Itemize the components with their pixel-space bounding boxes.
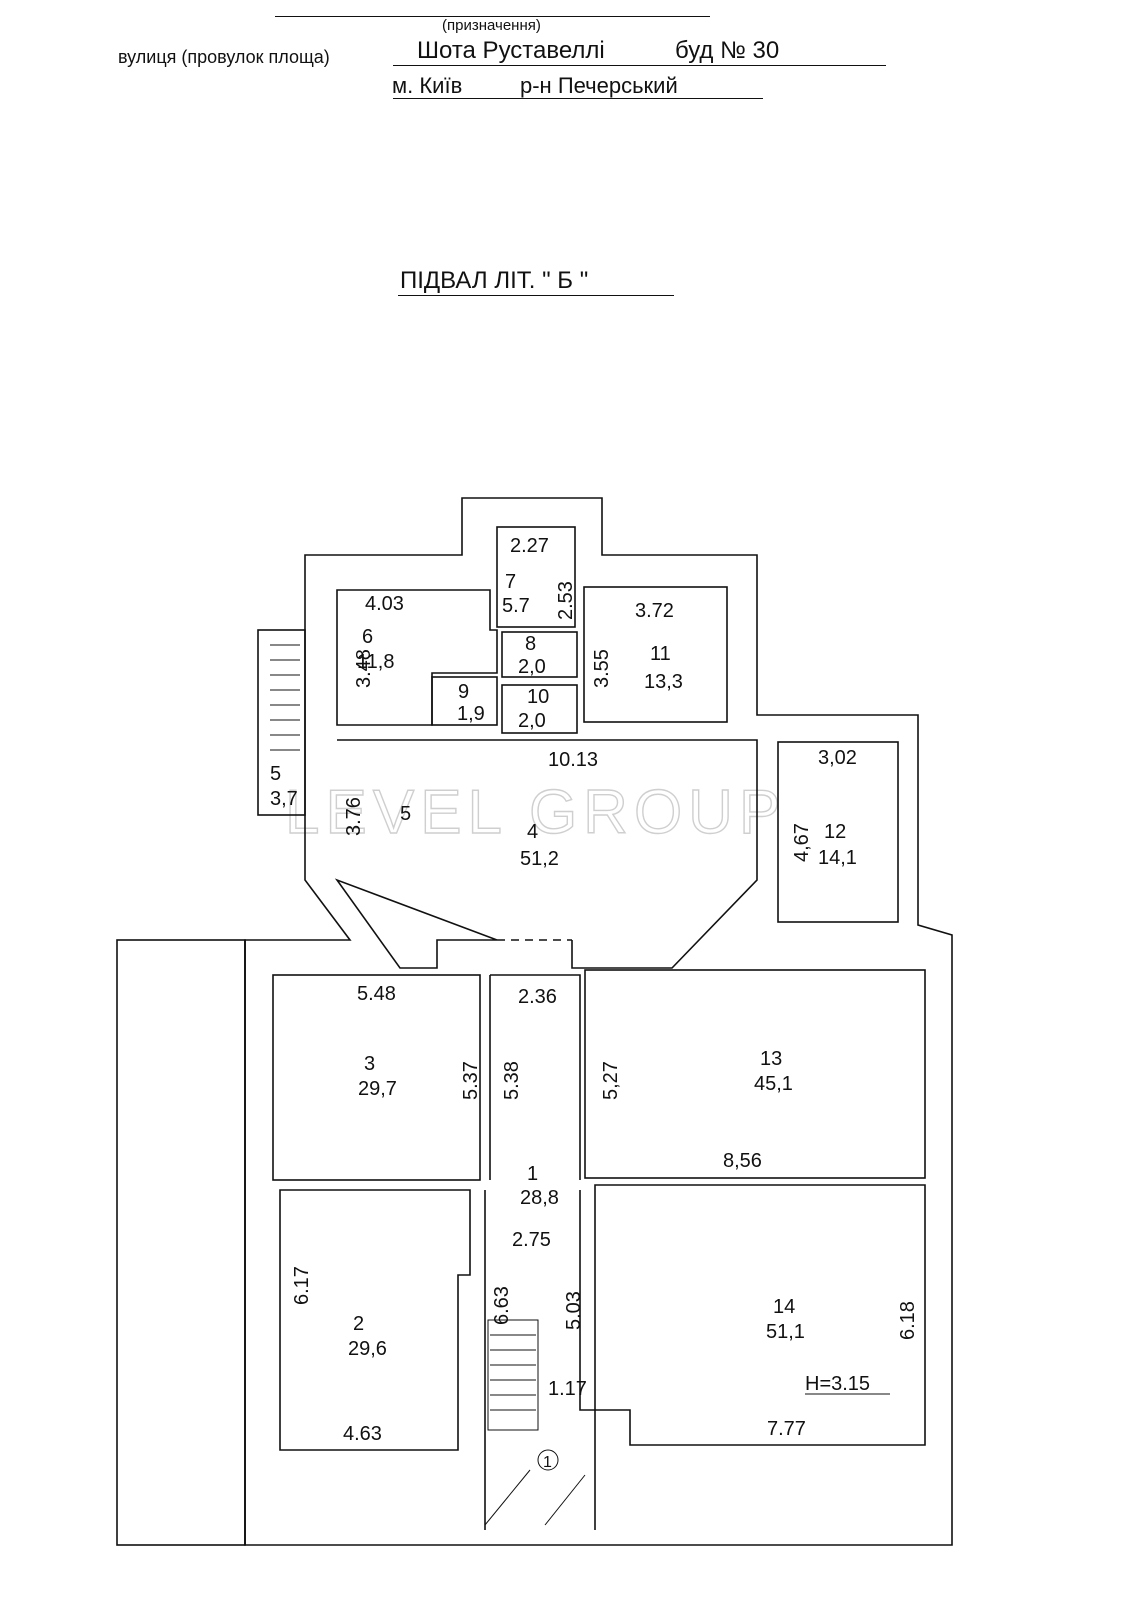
room-12-area: 14,1: [818, 847, 857, 869]
stair-1: [484, 1319, 586, 1526]
room-5-number: 5: [400, 803, 411, 825]
entrance-marker: [537, 1449, 559, 1471]
dim: 5,27: [600, 1061, 622, 1100]
plan-title: ПІДВАЛ ЛІТ. " Б ": [400, 267, 589, 294]
room-1-corridor: [484, 974, 596, 1530]
room-labels: 5 5 3,7: [270, 763, 411, 825]
room-9-area: 1,9: [457, 703, 485, 725]
room-4-area: 51,2: [520, 848, 559, 870]
street-value: Шота Руставеллі: [417, 37, 605, 64]
building-number: буд № 30: [675, 37, 780, 64]
room-4-number: 4: [527, 821, 538, 843]
dim: 3.48: [353, 649, 375, 688]
dim: 5.37: [460, 1061, 482, 1100]
room-7-number: 7: [505, 571, 516, 593]
street-label: вулиця (провулок площа): [118, 47, 330, 67]
city-underline: [393, 98, 763, 99]
svg-text:5: 5: [270, 763, 281, 785]
room-3-area: 29,7: [358, 1078, 397, 1100]
room-14-number: 14: [773, 1296, 795, 1318]
dim: 3.72: [635, 600, 674, 622]
dim: 2.27: [510, 535, 549, 557]
dim: 4,67: [791, 823, 813, 862]
room-1-number: 1: [527, 1163, 538, 1185]
purpose-line: [275, 16, 710, 17]
room-8-number: 8: [525, 633, 536, 655]
room-6: [336, 589, 498, 726]
purpose-caption: (призначення): [442, 17, 541, 34]
dim: 6.18: [897, 1301, 919, 1340]
room-10-area: 2,0: [518, 710, 546, 732]
street-underline: [393, 65, 886, 66]
district: р-н Печерський: [520, 73, 678, 98]
room-14: [594, 1184, 926, 1446]
dim: 4.63: [343, 1423, 382, 1445]
room-13-number: 13: [760, 1048, 782, 1070]
room-2-area: 29,6: [348, 1338, 387, 1360]
room-7-area: 5.7: [502, 595, 530, 617]
room-11-number: 11: [650, 643, 671, 665]
room-6-area: 11,8: [357, 651, 394, 673]
room-9-number: 9: [458, 681, 469, 703]
dim: 3.55: [591, 649, 613, 688]
room-3: [272, 974, 481, 1181]
watermark: LEVEL GROUP: [285, 778, 786, 847]
dim: 2.36: [518, 986, 557, 1008]
room-5-area: 3,7: [270, 788, 298, 810]
dim: 3,02: [818, 747, 857, 769]
room-13: [584, 969, 926, 1179]
dim: 6.63: [491, 1286, 513, 1325]
dim: 5.48: [357, 983, 396, 1005]
dim: 1.17: [548, 1378, 587, 1400]
room-12-number: 12: [824, 821, 846, 843]
plan-title-underline: [398, 295, 674, 296]
entrance-marker-label: 1: [543, 1454, 552, 1471]
dim: 6.17: [291, 1266, 313, 1305]
dim: 10.13: [548, 749, 598, 771]
room-2: [279, 1189, 471, 1451]
room-3-number: 3: [364, 1053, 375, 1075]
room-8: [501, 631, 578, 678]
dim: 3.76: [343, 797, 365, 836]
dim: 4.03: [365, 593, 404, 615]
room-10-number: 10: [527, 686, 549, 708]
room-9: [431, 676, 498, 726]
room-4: [334, 739, 758, 969]
room-13-area: 45,1: [754, 1073, 793, 1095]
dim: 7.77: [767, 1418, 806, 1440]
dim: 2.75: [512, 1229, 551, 1251]
dim: 8,56: [723, 1150, 762, 1172]
room-2-number: 2: [353, 1313, 364, 1335]
room-8-area: 2,0: [518, 656, 546, 678]
ceiling-height: H=3.15: [805, 1373, 870, 1395]
room-12: [777, 741, 899, 923]
room-1-area: 28,8: [520, 1187, 559, 1209]
adjacent-building: [116, 939, 246, 1546]
city: м. Київ: [392, 73, 463, 98]
room-5-stair: [257, 629, 306, 816]
dim: 5.38: [501, 1061, 523, 1100]
dim: 5.03: [563, 1291, 585, 1330]
room-7: [496, 526, 576, 628]
room-11: [583, 586, 728, 723]
dim: 2.53: [555, 581, 577, 620]
room-14-area: 51,1: [766, 1321, 805, 1343]
room-6-number: 6: [362, 626, 373, 648]
stair-treads: [270, 644, 300, 751]
room-10: [501, 684, 578, 734]
room-11-area: 13,3: [644, 671, 683, 693]
